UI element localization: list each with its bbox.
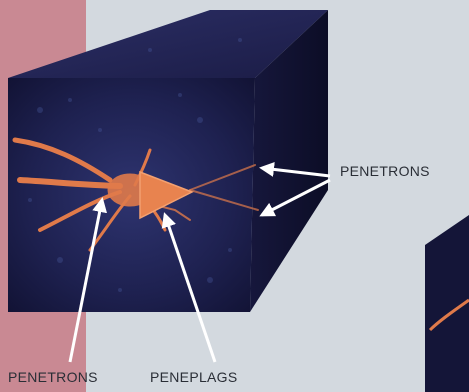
penetrons-label-right: PENETRONS — [340, 163, 430, 179]
penetrons-label-bottom: PENETRONS — [8, 369, 98, 385]
peneplags-label-bottom: PENEPLAGS — [150, 369, 238, 385]
